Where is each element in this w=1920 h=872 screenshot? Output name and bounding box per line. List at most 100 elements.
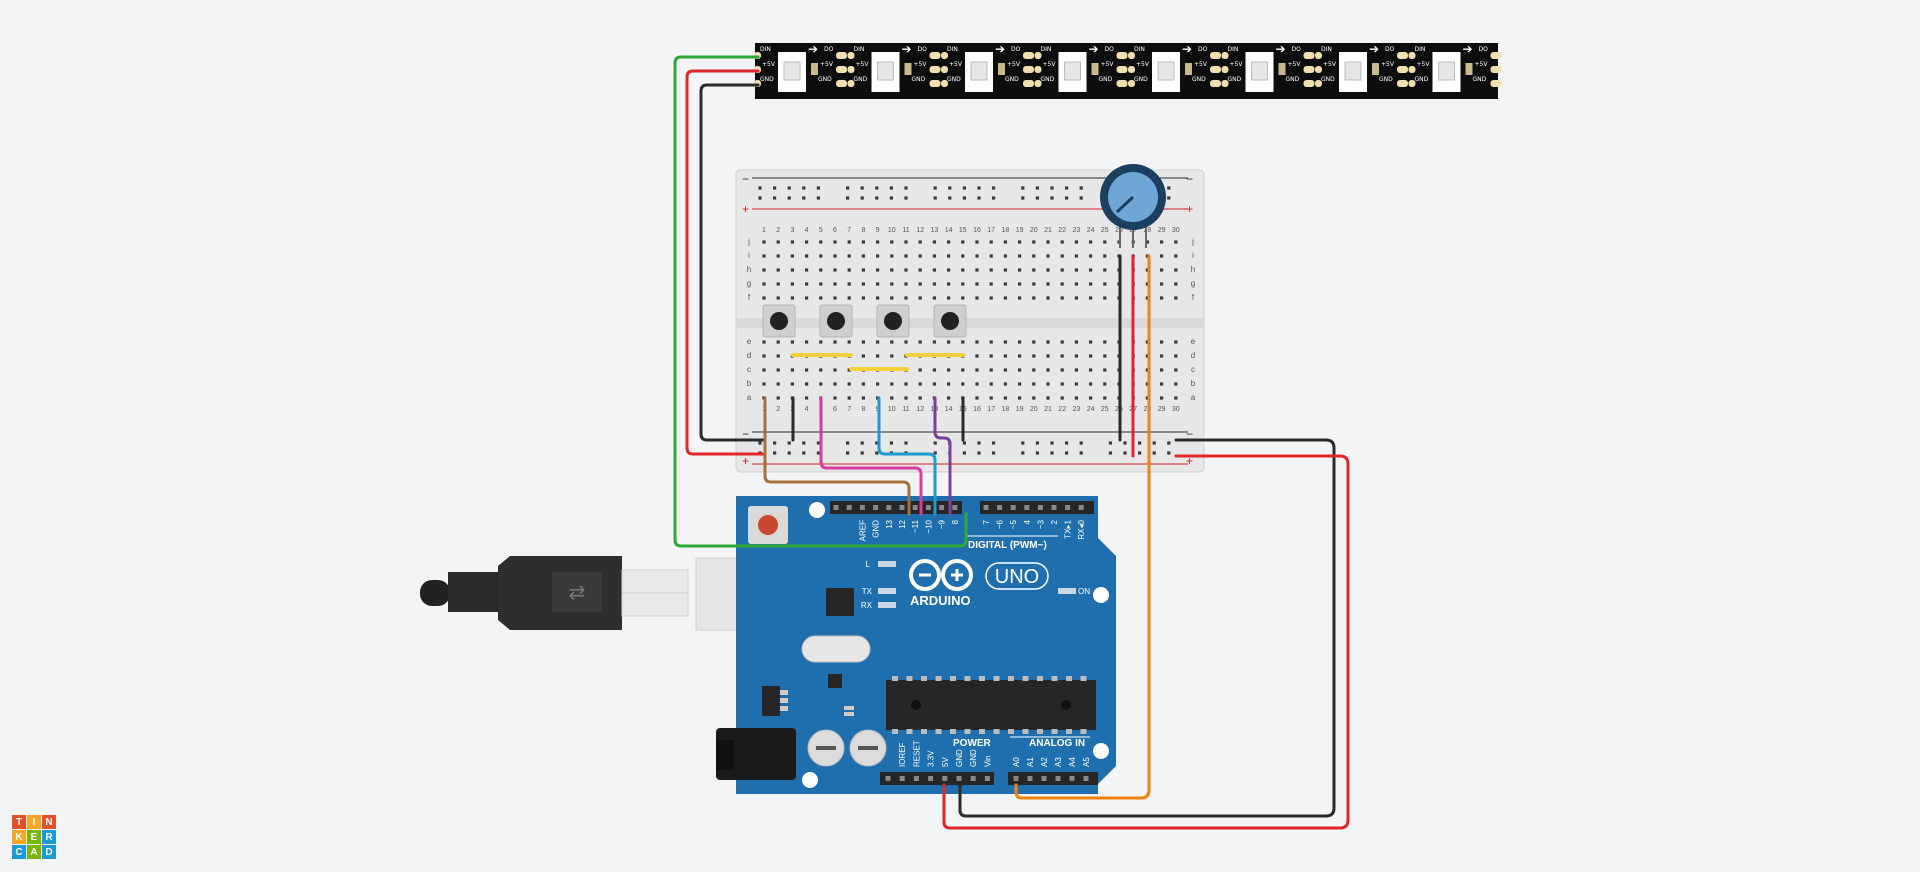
header-pin[interactable] xyxy=(1083,776,1089,781)
header-pin[interactable] xyxy=(939,505,945,510)
header-pin[interactable] xyxy=(956,776,962,781)
wire-magenta-button-to-pin11[interactable] xyxy=(819,396,923,516)
terminal-hole xyxy=(918,396,922,400)
plus5v-label: +5V xyxy=(1230,61,1244,68)
column-number: 22 xyxy=(1058,406,1066,413)
push-button[interactable] xyxy=(819,304,853,338)
wire-brown-button-to-pin12[interactable] xyxy=(763,396,911,516)
rail-hole xyxy=(1167,196,1171,200)
push-button-cap[interactable] xyxy=(884,312,902,330)
header-pin[interactable] xyxy=(833,505,839,510)
chip-pin xyxy=(964,676,971,681)
digital-pin-label: RX◂0 xyxy=(1077,519,1086,539)
header-pin[interactable] xyxy=(886,505,892,510)
wire-black-rail-to-gnd[interactable] xyxy=(958,438,1336,818)
header-pin[interactable] xyxy=(1013,776,1019,781)
header-pin[interactable] xyxy=(1037,505,1043,510)
terminal-hole xyxy=(876,268,880,272)
logo-letter: R xyxy=(42,830,56,844)
header-pin[interactable] xyxy=(899,505,905,510)
header-pin[interactable] xyxy=(1055,776,1061,781)
potentiometer[interactable] xyxy=(1100,164,1166,248)
solder-pad xyxy=(1128,52,1135,59)
bottom-rail-minus-label: − xyxy=(742,427,749,441)
chip-pin xyxy=(935,676,942,681)
header-pin[interactable] xyxy=(912,505,918,510)
rail-hole xyxy=(1123,441,1127,445)
push-button-cap[interactable] xyxy=(827,312,845,330)
header-pin[interactable] xyxy=(983,505,989,510)
header-pin[interactable] xyxy=(1078,505,1084,510)
wire-purple-button-to-pin9[interactable] xyxy=(933,396,952,516)
push-button[interactable] xyxy=(933,304,967,338)
usb-cable[interactable]: ⇄ xyxy=(420,556,789,631)
header-pin[interactable] xyxy=(984,776,990,781)
row-letter: c xyxy=(747,365,751,374)
header-pin[interactable] xyxy=(899,776,905,781)
header-pin[interactable] xyxy=(846,505,852,510)
header-pin[interactable] xyxy=(1069,776,1075,781)
wire-blue-button-to-pin10[interactable] xyxy=(877,396,937,516)
solder-pad xyxy=(847,52,855,59)
neopixel-led-strip[interactable]: DIN+5VGND➔DO+5VGNDDIN+5VGND➔DO+5VGNDDIN+… xyxy=(754,42,1502,99)
header-pin[interactable] xyxy=(942,776,948,781)
push-button-cap[interactable] xyxy=(770,312,788,330)
header-pin[interactable] xyxy=(925,505,931,510)
push-button[interactable] xyxy=(762,304,796,338)
led-on-indicator xyxy=(1058,588,1076,594)
capacitor-smd xyxy=(998,63,1005,75)
solder-pad xyxy=(1315,66,1322,73)
power-pin-label: GND xyxy=(955,749,964,767)
row-letter: c xyxy=(1191,365,1195,374)
push-button-cap[interactable] xyxy=(941,312,959,330)
solder-pad xyxy=(1023,80,1034,87)
rail-hole xyxy=(933,186,937,190)
wire-green-din-to-pin6[interactable] xyxy=(673,55,968,548)
terminal-hole xyxy=(762,282,766,286)
arduino-uno-board[interactable]: L TX RX ON ARDUINO UNO DIGITAL (PWM~) PO… xyxy=(716,496,1116,794)
header-pin[interactable] xyxy=(859,505,865,510)
header-pin[interactable] xyxy=(1041,776,1047,781)
reset-button[interactable] xyxy=(758,515,778,535)
wire-red-5v-to-rail[interactable] xyxy=(685,69,766,456)
push-button[interactable] xyxy=(876,304,910,338)
rail-hole xyxy=(802,441,806,445)
wire-black-gnd-to-rail[interactable] xyxy=(699,83,766,442)
wire-red-rail-to-5v[interactable] xyxy=(942,454,1350,830)
header-pin[interactable] xyxy=(952,505,958,510)
header-pin[interactable] xyxy=(1027,776,1033,781)
header-pin[interactable] xyxy=(1065,505,1071,510)
solder-pad xyxy=(1221,66,1229,73)
wire-orange-pot-to-a0[interactable] xyxy=(1014,254,1151,800)
header-pin[interactable] xyxy=(873,505,879,510)
header-pin[interactable] xyxy=(885,776,891,781)
terminal-hole xyxy=(1032,396,1036,400)
header-pin[interactable] xyxy=(1024,505,1030,510)
header-pin[interactable] xyxy=(1051,505,1057,510)
terminal-hole xyxy=(876,282,880,286)
terminal-hole xyxy=(1074,368,1078,372)
rail-hole xyxy=(1021,441,1025,445)
row-letter: h xyxy=(747,265,751,274)
header-pin[interactable] xyxy=(997,505,1003,510)
column-number: 1 xyxy=(762,227,766,234)
chip-pin xyxy=(993,676,1000,681)
header-pin[interactable] xyxy=(928,776,934,781)
header-pin[interactable] xyxy=(1010,505,1016,510)
column-number: 18 xyxy=(1002,227,1010,234)
header-pin[interactable] xyxy=(970,776,976,781)
rail-hole xyxy=(816,441,820,445)
rail-hole xyxy=(846,441,850,445)
terminal-hole xyxy=(947,282,951,286)
din-label: DIN xyxy=(947,46,958,53)
header-pin[interactable] xyxy=(913,776,919,781)
